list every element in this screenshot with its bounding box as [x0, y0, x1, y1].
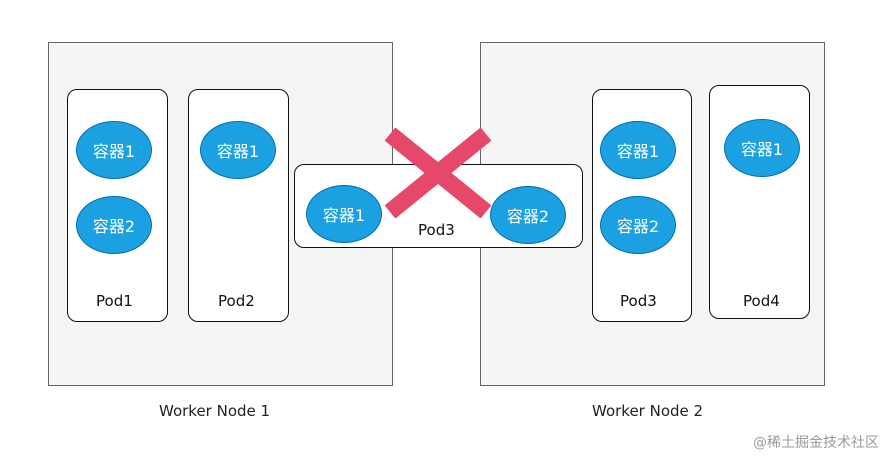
pod3-spanning-container-1: 容器1: [306, 185, 382, 243]
watermark: @稀土掘金技术社区: [753, 435, 879, 451]
pod1-container-2: 容器2: [76, 196, 152, 254]
pod2-container-1: 容器1: [200, 121, 276, 179]
worker-node-2-label: Worker Node 2: [592, 402, 704, 420]
pod3-node2-container-2: 容器2: [600, 196, 676, 254]
pod3-node2-label: Pod3: [620, 292, 657, 310]
cross-icon: [384, 128, 492, 218]
pod2-label: Pod2: [218, 292, 255, 310]
pod3-node2-container-1: 容器1: [600, 121, 676, 179]
pod1-container-1: 容器1: [76, 121, 152, 179]
pod1-label: Pod1: [96, 292, 133, 310]
pod4-label: Pod4: [743, 292, 780, 310]
pod2-box: [188, 89, 289, 322]
worker-node-1-label: Worker Node 1: [159, 402, 271, 420]
pod3-spanning-label: Pod3: [418, 221, 455, 239]
pod3-spanning-container-2: 容器2: [490, 186, 566, 244]
pod4-container-1: 容器1: [724, 119, 800, 177]
